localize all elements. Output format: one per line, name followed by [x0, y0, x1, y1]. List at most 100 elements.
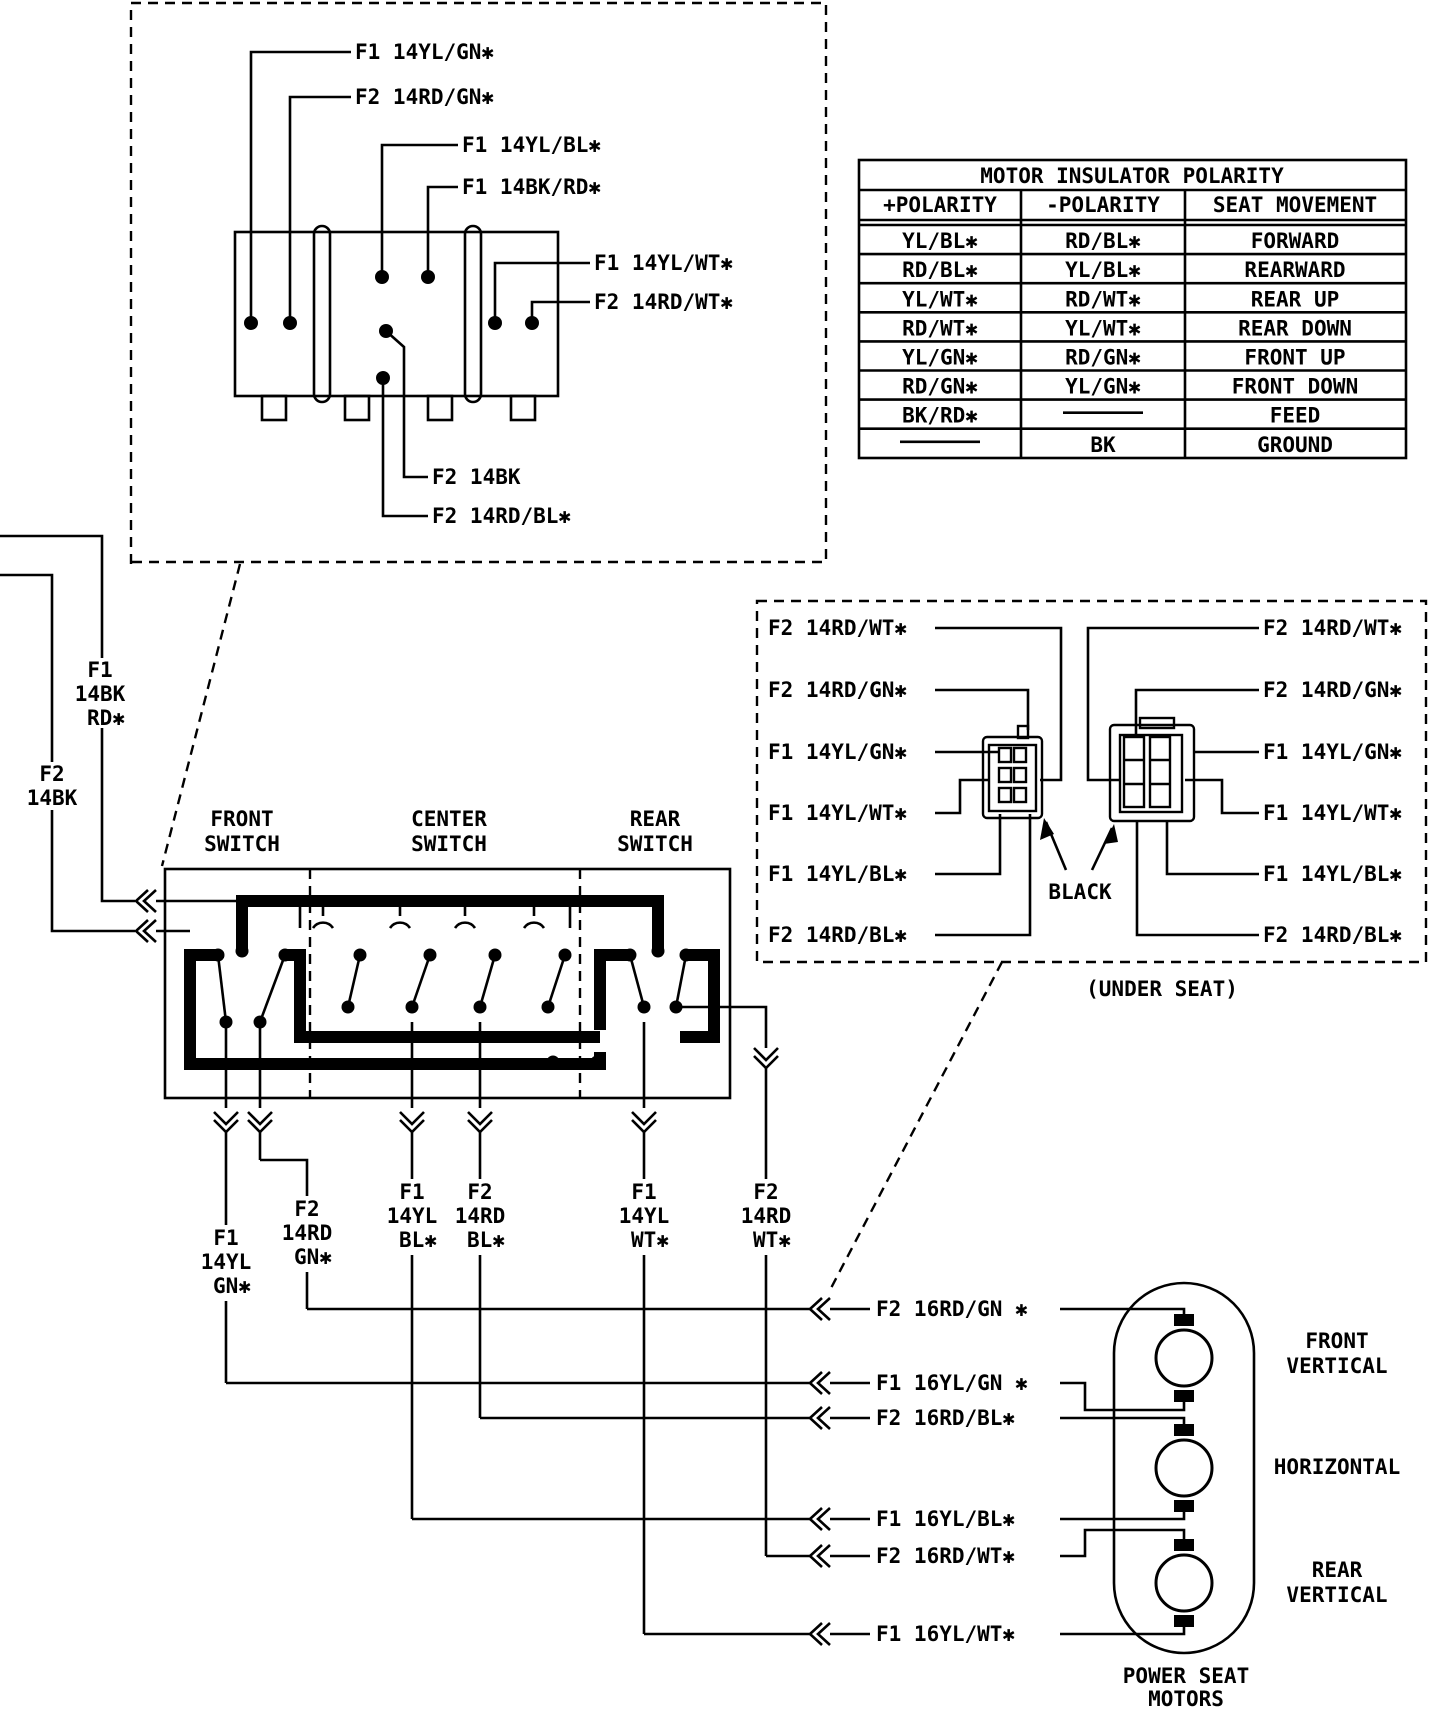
motor-brush	[1174, 1539, 1194, 1551]
motor-wire-label: F1 16YL/WT✱	[876, 1622, 1015, 1646]
output-label-o1: F1	[213, 1226, 238, 1250]
output-label-o6: WT✱	[753, 1228, 791, 1252]
table-cell: YL/GN✱	[902, 346, 978, 370]
right-label-1: F2 14RD/WT✱	[1263, 616, 1402, 640]
table-cell: REAR DOWN	[1238, 316, 1352, 340]
left-label-4: F1 14YL/WT✱	[768, 801, 907, 825]
center-switch-label-2: SWITCH	[411, 832, 487, 856]
output-label-o3: BL✱	[399, 1228, 437, 1252]
motor-wire-label: F1 16YL/BL✱	[876, 1507, 1015, 1531]
pin-label-f2-14rd-gn: F2 14RD/GN✱	[355, 85, 494, 109]
table-header-movement: SEAT MOVEMENT	[1213, 193, 1377, 217]
left-label-2: F2 14RD/GN✱	[768, 678, 907, 702]
right-label-6: F2 14RD/BL✱	[1263, 923, 1402, 947]
table-cell: RD/BL✱	[1065, 229, 1141, 253]
switch-housing	[163, 867, 732, 1100]
table-cell: YL/WT✱	[1065, 316, 1141, 340]
front-vertical-label-1: FRONT	[1305, 1329, 1368, 1353]
under-seat-caption: (UNDER SEAT)	[1086, 977, 1238, 1001]
left-label-5: F1 14YL/BL✱	[768, 862, 907, 886]
switch-output-wires: F114YLGN✱F214RDGN✱F114YLBL✱F214RDBL✱F114…	[192, 1005, 800, 1634]
pin-label-f2-14rd-bl: F2 14RD/BL✱	[432, 504, 571, 528]
output-label-o5: 14YL	[619, 1204, 670, 1228]
front-switch-label-2: SWITCH	[204, 832, 280, 856]
rear-vertical-motor	[1154, 1553, 1214, 1613]
left-label-1: F2 14RD/WT✱	[768, 616, 907, 640]
input-f1-line3: RD✱	[87, 706, 125, 730]
output-label-o3: 14YL	[387, 1204, 438, 1228]
table-cell: FRONT UP	[1244, 346, 1345, 370]
rear-vertical-label-2: VERTICAL	[1286, 1583, 1387, 1607]
output-label-o2: GN✱	[294, 1245, 332, 1269]
table-cell: YL/BL✱	[902, 229, 978, 253]
table-cell: RD/WT✱	[902, 316, 978, 340]
output-label-o3: F1	[399, 1180, 424, 1204]
output-label-o2: 14RD	[282, 1221, 333, 1245]
front-switch-label-1: FRONT	[210, 807, 273, 831]
pin-label-f1-14yl-bl: F1 14YL/BL✱	[462, 133, 601, 157]
motor-brush	[1174, 1390, 1194, 1402]
table-cell: RD/GN✱	[902, 375, 978, 399]
table-cell: FORWARD	[1251, 229, 1340, 253]
right-seat-connector	[1108, 716, 1196, 823]
output-label-o5: WT✱	[631, 1228, 669, 1252]
center-switch-label-1: CENTER	[411, 807, 487, 831]
switch-connector-body	[233, 230, 560, 398]
output-label-o1: 14YL	[201, 1250, 252, 1274]
table-header-minus: -POLARITY	[1046, 193, 1160, 217]
left-seat-connector	[981, 724, 1044, 820]
rear-switch-label-2: SWITCH	[617, 832, 693, 856]
input-wires: F1 14BK RD✱ F2 14BK	[0, 534, 240, 943]
power-seat-motors: FRONT VERTICAL HORIZONTAL REAR VERTICAL …	[1112, 1281, 1400, 1711]
left-label-6: F2 14RD/BL✱	[768, 923, 907, 947]
input-f1-line1: F1	[87, 658, 112, 682]
input-f1-line2: 14BK	[75, 682, 126, 706]
input-f2-line1: F2	[39, 762, 64, 786]
table-cell: GROUND	[1257, 433, 1333, 457]
output-label-o4: F2	[467, 1180, 492, 1204]
table-cell: RD/GN✱	[1065, 346, 1141, 370]
motor-wires: F2 16RD/GN ✱F1 16YL/GN ✱F2 16RD/BL✱F1 16…	[226, 1297, 1186, 1646]
output-label-o6: 14RD	[741, 1204, 792, 1228]
table-cell: FEED	[1270, 404, 1321, 428]
right-label-3: F1 14YL/GN✱	[1263, 740, 1402, 764]
right-label-2: F2 14RD/GN✱	[1263, 678, 1402, 702]
output-label-o6: F2	[753, 1180, 778, 1204]
left-label-3: F1 14YL/GN✱	[768, 740, 907, 764]
output-label-o1: GN✱	[213, 1274, 251, 1298]
power-seat-caption-1: POWER SEAT	[1123, 1664, 1249, 1688]
table-cell: REARWARD	[1244, 258, 1345, 282]
table-cell: BK	[1090, 433, 1116, 457]
table-cell: BK/RD✱	[902, 404, 978, 428]
right-label-4: F1 14YL/WT✱	[1263, 801, 1402, 825]
motor-wire-label: F1 16YL/GN ✱	[876, 1371, 1028, 1395]
right-label-5: F1 14YL/BL✱	[1263, 862, 1402, 886]
motor-brush	[1174, 1314, 1194, 1326]
polarity-table: MOTOR INSULATOR POLARITY +POLARITY -POLA…	[857, 158, 1408, 460]
output-label-o4: 14RD	[455, 1204, 506, 1228]
motor-brush	[1174, 1500, 1194, 1512]
output-label-o4: BL✱	[467, 1228, 505, 1252]
rear-vertical-label-1: REAR	[1312, 1558, 1363, 1582]
pin-label-f2-14bk: F2 14BK	[432, 465, 521, 489]
rear-switch-label-1: REAR	[630, 807, 681, 831]
table-cell: RD/BL✱	[902, 258, 978, 282]
motor-brush	[1174, 1424, 1194, 1436]
detail-callout-line	[160, 563, 242, 867]
under-seat-detail: F2 14RD/WT✱ F2 14RD/GN✱ F1 14YL/GN✱ F1 1…	[755, 599, 1428, 1001]
table-cell: YL/WT✱	[902, 287, 978, 311]
seat-switch-assembly: FRONT SWITCH CENTER SWITCH REAR SWITCH	[163, 807, 732, 1100]
table-cell: RD/WT✱	[1065, 287, 1141, 311]
connector-detail: F1 14YL/GN✱ F2 14RD/GN✱ F1 14YL/BL✱ F1 1…	[129, 1, 828, 564]
front-vertical-label-2: VERTICAL	[1286, 1354, 1387, 1378]
table-title: MOTOR INSULATOR POLARITY	[980, 164, 1284, 188]
front-vertical-motor	[1154, 1328, 1214, 1388]
pin-label-f2-14rd-wt: F2 14RD/WT✱	[594, 290, 733, 314]
input-f2-line2: 14BK	[27, 786, 78, 810]
motor-wire-label: F2 16RD/GN ✱	[876, 1297, 1028, 1321]
horizontal-label: HORIZONTAL	[1274, 1455, 1400, 1479]
black-label: BLACK	[1048, 880, 1112, 904]
horizontal-motor	[1154, 1438, 1214, 1498]
table-cell: FRONT DOWN	[1232, 375, 1358, 399]
